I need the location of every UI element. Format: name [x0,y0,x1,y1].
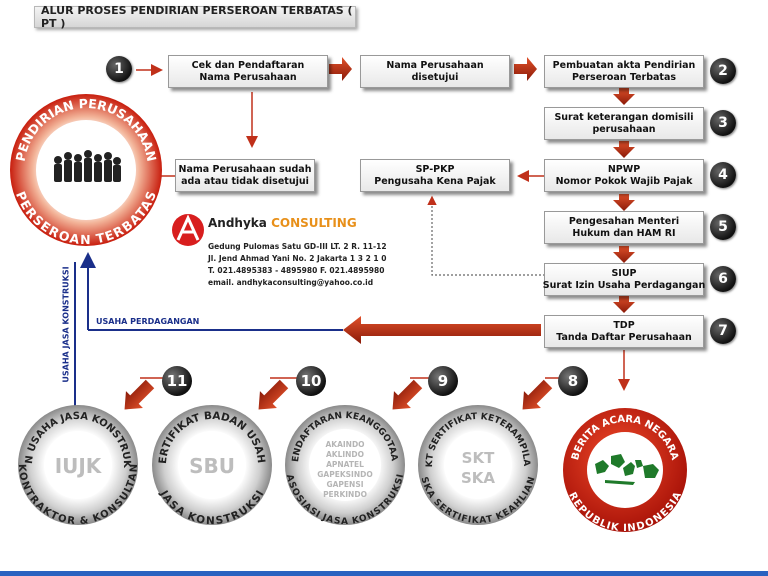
dotted-siup-spkp [427,195,545,276]
logo-phone: T. 021.4895383 - 4895980 F. 021.4895980 [208,266,385,275]
svg-text:AKAINDO: AKAINDO [325,440,364,449]
step-1-badge: 1 [106,56,132,82]
label-usaha-perdagangan: USAHA PERDAGANGAN [96,317,200,326]
label-usaha-jasa: USAHA JASA KONSTRUKSI [61,266,71,383]
logo-address-2: Jl. Jend Ahmad Yani No. 2 Jakarta 1 3 2 … [208,254,387,263]
andhyka-logo-icon [172,214,204,246]
svg-text:AKLINDO: AKLINDO [326,450,364,459]
diag-arrow-8 [522,379,553,410]
block-arrow-akta-domisili [613,88,635,105]
block-arrow-disetujui-akta [514,57,537,81]
circle-asosiasi: PENDAFTARAN KEANGGOTAAN ASOSIASI JASA KO… [284,405,406,527]
page-title: ALUR PROSES PENDIRIAN PERSEROAN TERBATAS… [34,4,356,30]
block-arrow-pengesahan-siup [613,246,635,263]
svg-text:SKA: SKA [461,469,495,487]
block-arrow-domisili-npwp [613,141,635,158]
svg-text:SKT: SKT [462,449,495,467]
svg-text:PERKINDO: PERKINDO [323,490,367,499]
block-arrow-cek-disetujui [329,57,352,81]
diag-arrow-11 [124,379,155,410]
svg-text:APNATEL: APNATEL [326,460,364,469]
circle-skt: SKT SERTIFIKAT KETERAMPILAN SKA SERTIFIK… [418,405,538,526]
step-7-badge: 7 [710,318,736,344]
step-3-badge: 3 [710,110,736,136]
step-4-badge: 4 [710,162,736,188]
block-arrow-siup-tdp [613,296,635,313]
step-6-badge: 6 [710,266,736,292]
logo-brand: Andhyka CONSULTING [208,216,357,230]
svg-text:GAPENSI: GAPENSI [326,480,363,489]
people-icon [54,150,121,182]
logo-email: email. andhykaconsulting@yahoo.co.id [208,278,374,287]
step-2-badge: 2 [710,58,736,84]
logo-address-1: Gedung Pulomas Satu GD-III LT. 2 R. 11-1… [208,242,387,251]
circle-iujk: IZIN USAHA JASA KONSTRUKSI KONTRAKTOR & … [16,405,140,527]
indonesia-map-icon [595,454,659,485]
block-arrow-tdp-left [343,316,541,344]
circle-sbu: SERTIFIKAT BADAN USAHA JASA KONSTRUKSI S… [152,405,272,527]
circle-pendirian: PENDIRIAN PERUSAHAAN PERSEROAN TERBATAS [10,94,162,247]
svg-text:GAPEKSINDO: GAPEKSINDO [317,470,372,479]
diag-arrow-9 [392,379,423,410]
step-11-badge: 11 [162,366,192,396]
bottom-border [0,571,768,576]
svg-text:SBU: SBU [189,454,235,478]
diag-arrow-10 [258,379,289,410]
circle-berita-acara: BERITA ACARA NEGARA REPUBLIK INDONESIA [563,408,687,534]
step-8-badge: 8 [558,366,588,396]
step-10-badge: 10 [296,366,326,396]
step-9-badge: 9 [428,366,458,396]
block-arrow-npwp-pengesahan [613,194,635,211]
step-5-badge: 5 [710,214,736,240]
svg-text:IUJK: IUJK [55,454,103,478]
